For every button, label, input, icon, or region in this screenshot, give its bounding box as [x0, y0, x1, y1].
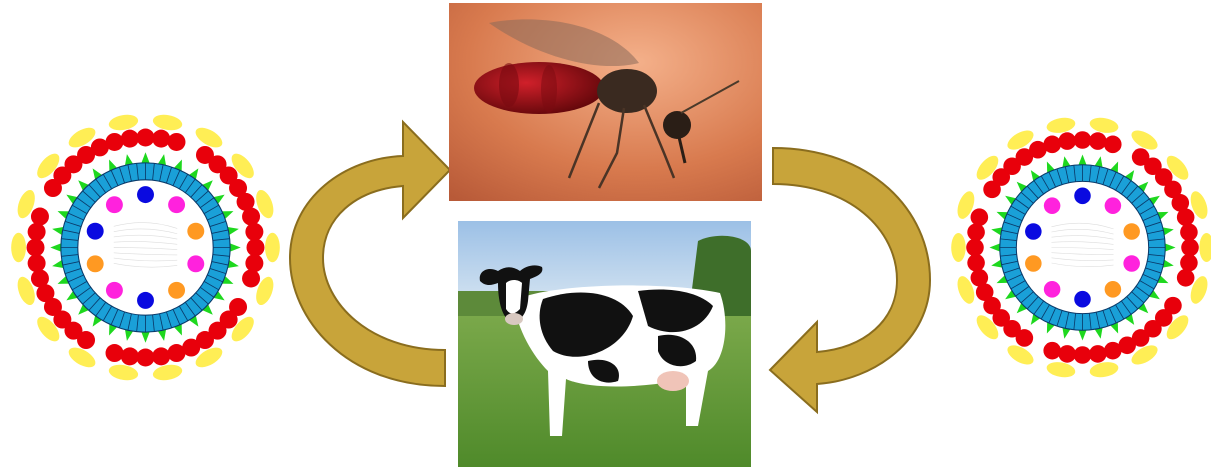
arrow-midge-to-cow [765, 140, 935, 415]
cow-photo [458, 221, 751, 467]
arrow-cow-to-midge [285, 118, 455, 388]
virus-diagram-icon [8, 110, 283, 385]
curved-arrow-up-icon [290, 122, 450, 386]
virus-particle-left [8, 110, 283, 385]
virus-diagram-icon [950, 110, 1211, 385]
curved-arrow-down-icon [770, 148, 930, 412]
cow-icon [458, 221, 751, 467]
midge-icon [449, 3, 762, 201]
virus-particle-right [950, 110, 1211, 385]
biting-midge-photo [449, 3, 762, 201]
